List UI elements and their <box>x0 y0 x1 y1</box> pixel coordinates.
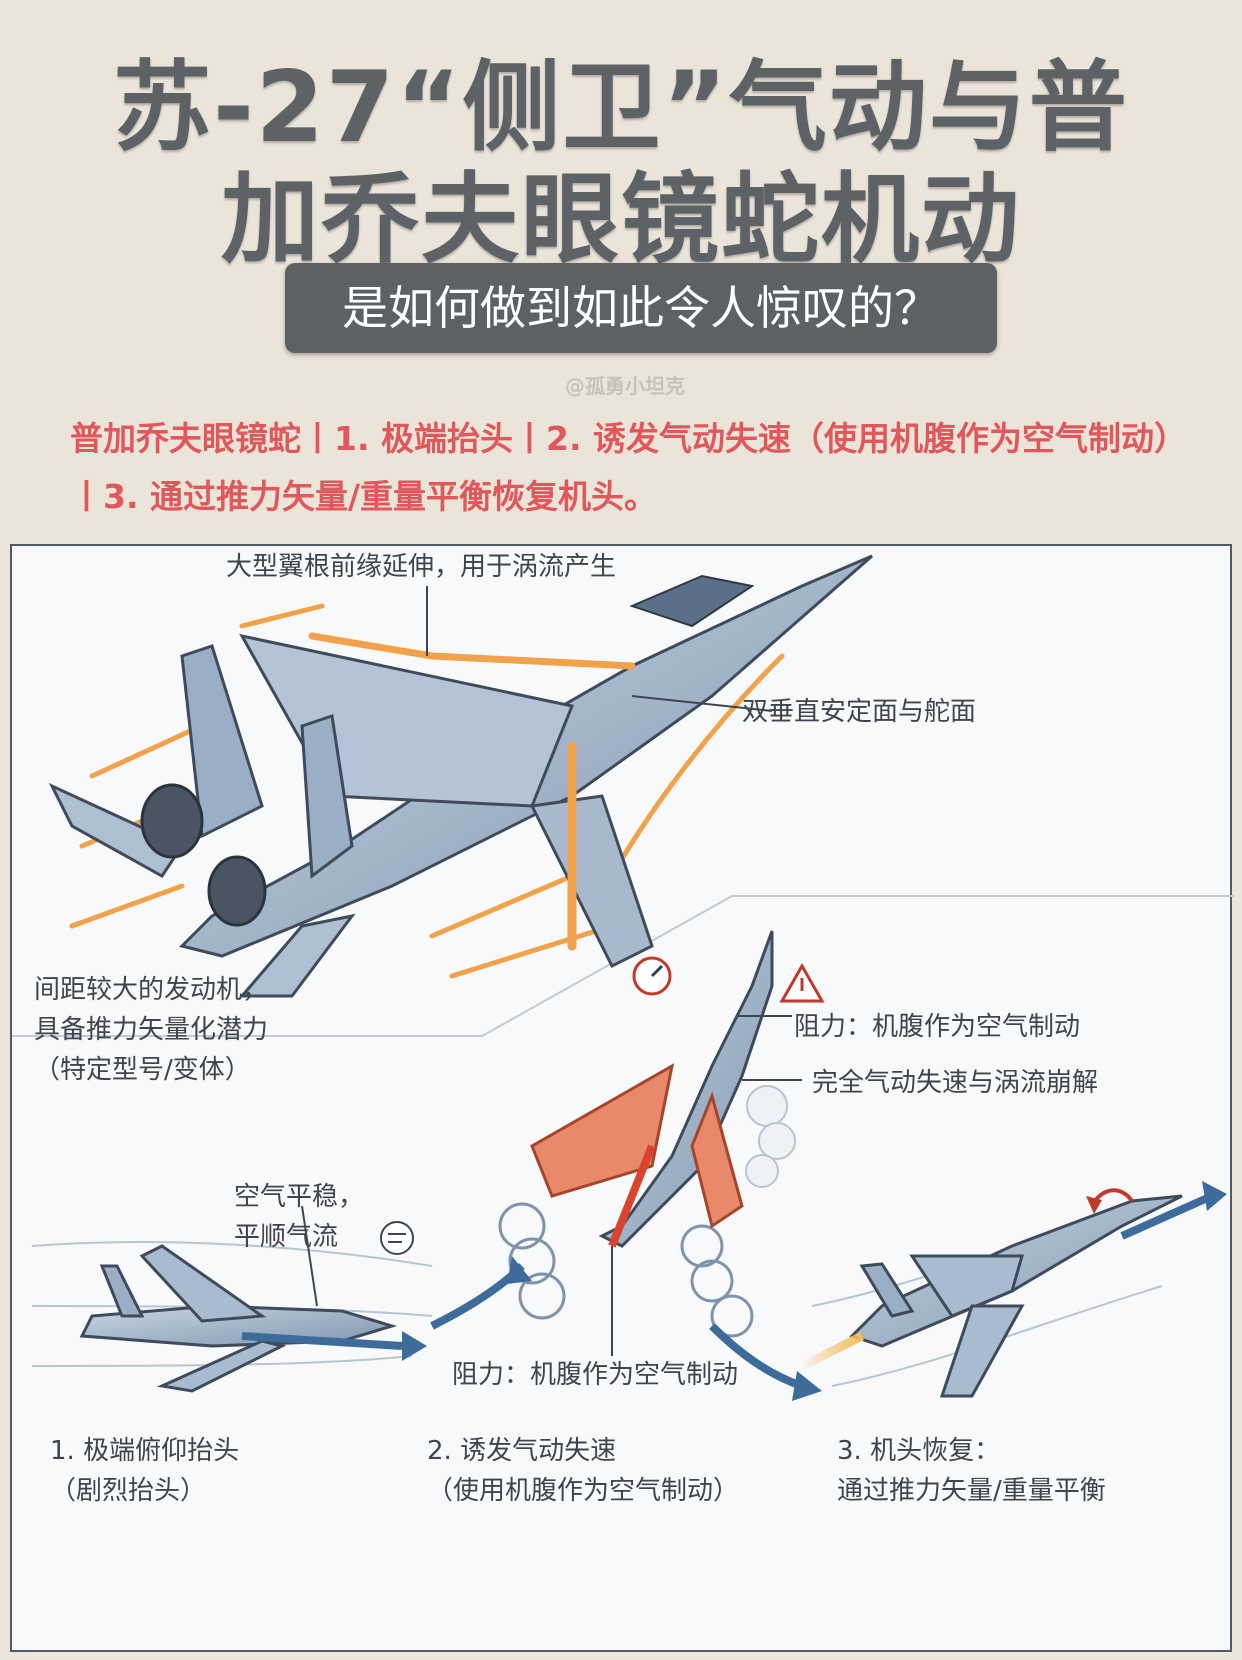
label-smooth-line-1: 空气平稳， <box>234 1182 365 1212</box>
rotate-arrow-icon <box>1086 1188 1134 1214</box>
step-1-line-1: 1. 极端俯仰抬头 <box>50 1436 240 1466</box>
label-stall: 完全气动失速与涡流崩解 <box>812 1068 1099 1098</box>
step-2-line-2: （使用机腹作为空气制动） <box>427 1476 740 1506</box>
warning-icon <box>779 962 825 1003</box>
label-lerx: 大型翼根前缘延伸，用于涡流产生 <box>226 552 617 582</box>
summary-text: 普加乔夫眼镜蛇丨1. 极端抬头丨2. 诱发气动失速（使用机腹作为空气制动）丨3.… <box>70 419 1187 516</box>
level-jet <box>31 1205 822 1401</box>
label-engines-line-2: 具备推力矢量化潜力 <box>34 1015 269 1045</box>
step-3-line-1: 3. 机头恢复： <box>837 1436 1001 1466</box>
recovery-jet <box>799 1181 1227 1398</box>
author-watermark: @孤勇小坦克 <box>565 374 685 398</box>
jets-illustration <box>12 554 1234 1401</box>
page-title-line-2: 加乔夫眼镜蛇机动 <box>220 163 1021 277</box>
step-2-line-1: 2. 诱发气动失速 <box>427 1436 617 1466</box>
label-engines-line-1: 间距较大的发动机， <box>34 975 269 1005</box>
label-drag-bottom: 阻力：机腹作为空气制动 <box>452 1360 739 1390</box>
vortex-swirls <box>498 1202 754 1338</box>
subtitle-banner: 是如何做到如此令人惊叹的？ <box>285 263 997 353</box>
step-3-line-2: 通过推力矢量/重量平衡 <box>837 1476 1106 1506</box>
label-smooth-line-2: 平顺气流 <box>234 1222 339 1252</box>
speedometer-icon <box>632 956 672 996</box>
cobra-jet <box>498 930 825 1356</box>
label-drag-top: 阻力：机腹作为空气制动 <box>794 1012 1081 1042</box>
label-twin-tails: 双垂直安定面与舵面 <box>742 697 977 727</box>
wind-icon <box>380 1221 414 1255</box>
header: 苏-27“侧卫”气动与普 加乔夫眼镜蛇机动 是如何做到如此令人惊叹的？ @孤勇小… <box>0 0 1242 536</box>
label-engines-line-3: （特定型号/变体） <box>34 1055 251 1085</box>
main-jet <box>48 554 873 998</box>
illustration-panel: 大型翼根前缘延伸，用于涡流产生 双垂直安定面与舵面 间距较大的发动机， 具备推力… <box>10 544 1234 1652</box>
page-title-line-1: 苏-27“侧卫”气动与普 <box>113 51 1129 165</box>
section-divider <box>12 895 1234 1037</box>
step-1-line-2: （剧烈抬头） <box>50 1476 207 1506</box>
